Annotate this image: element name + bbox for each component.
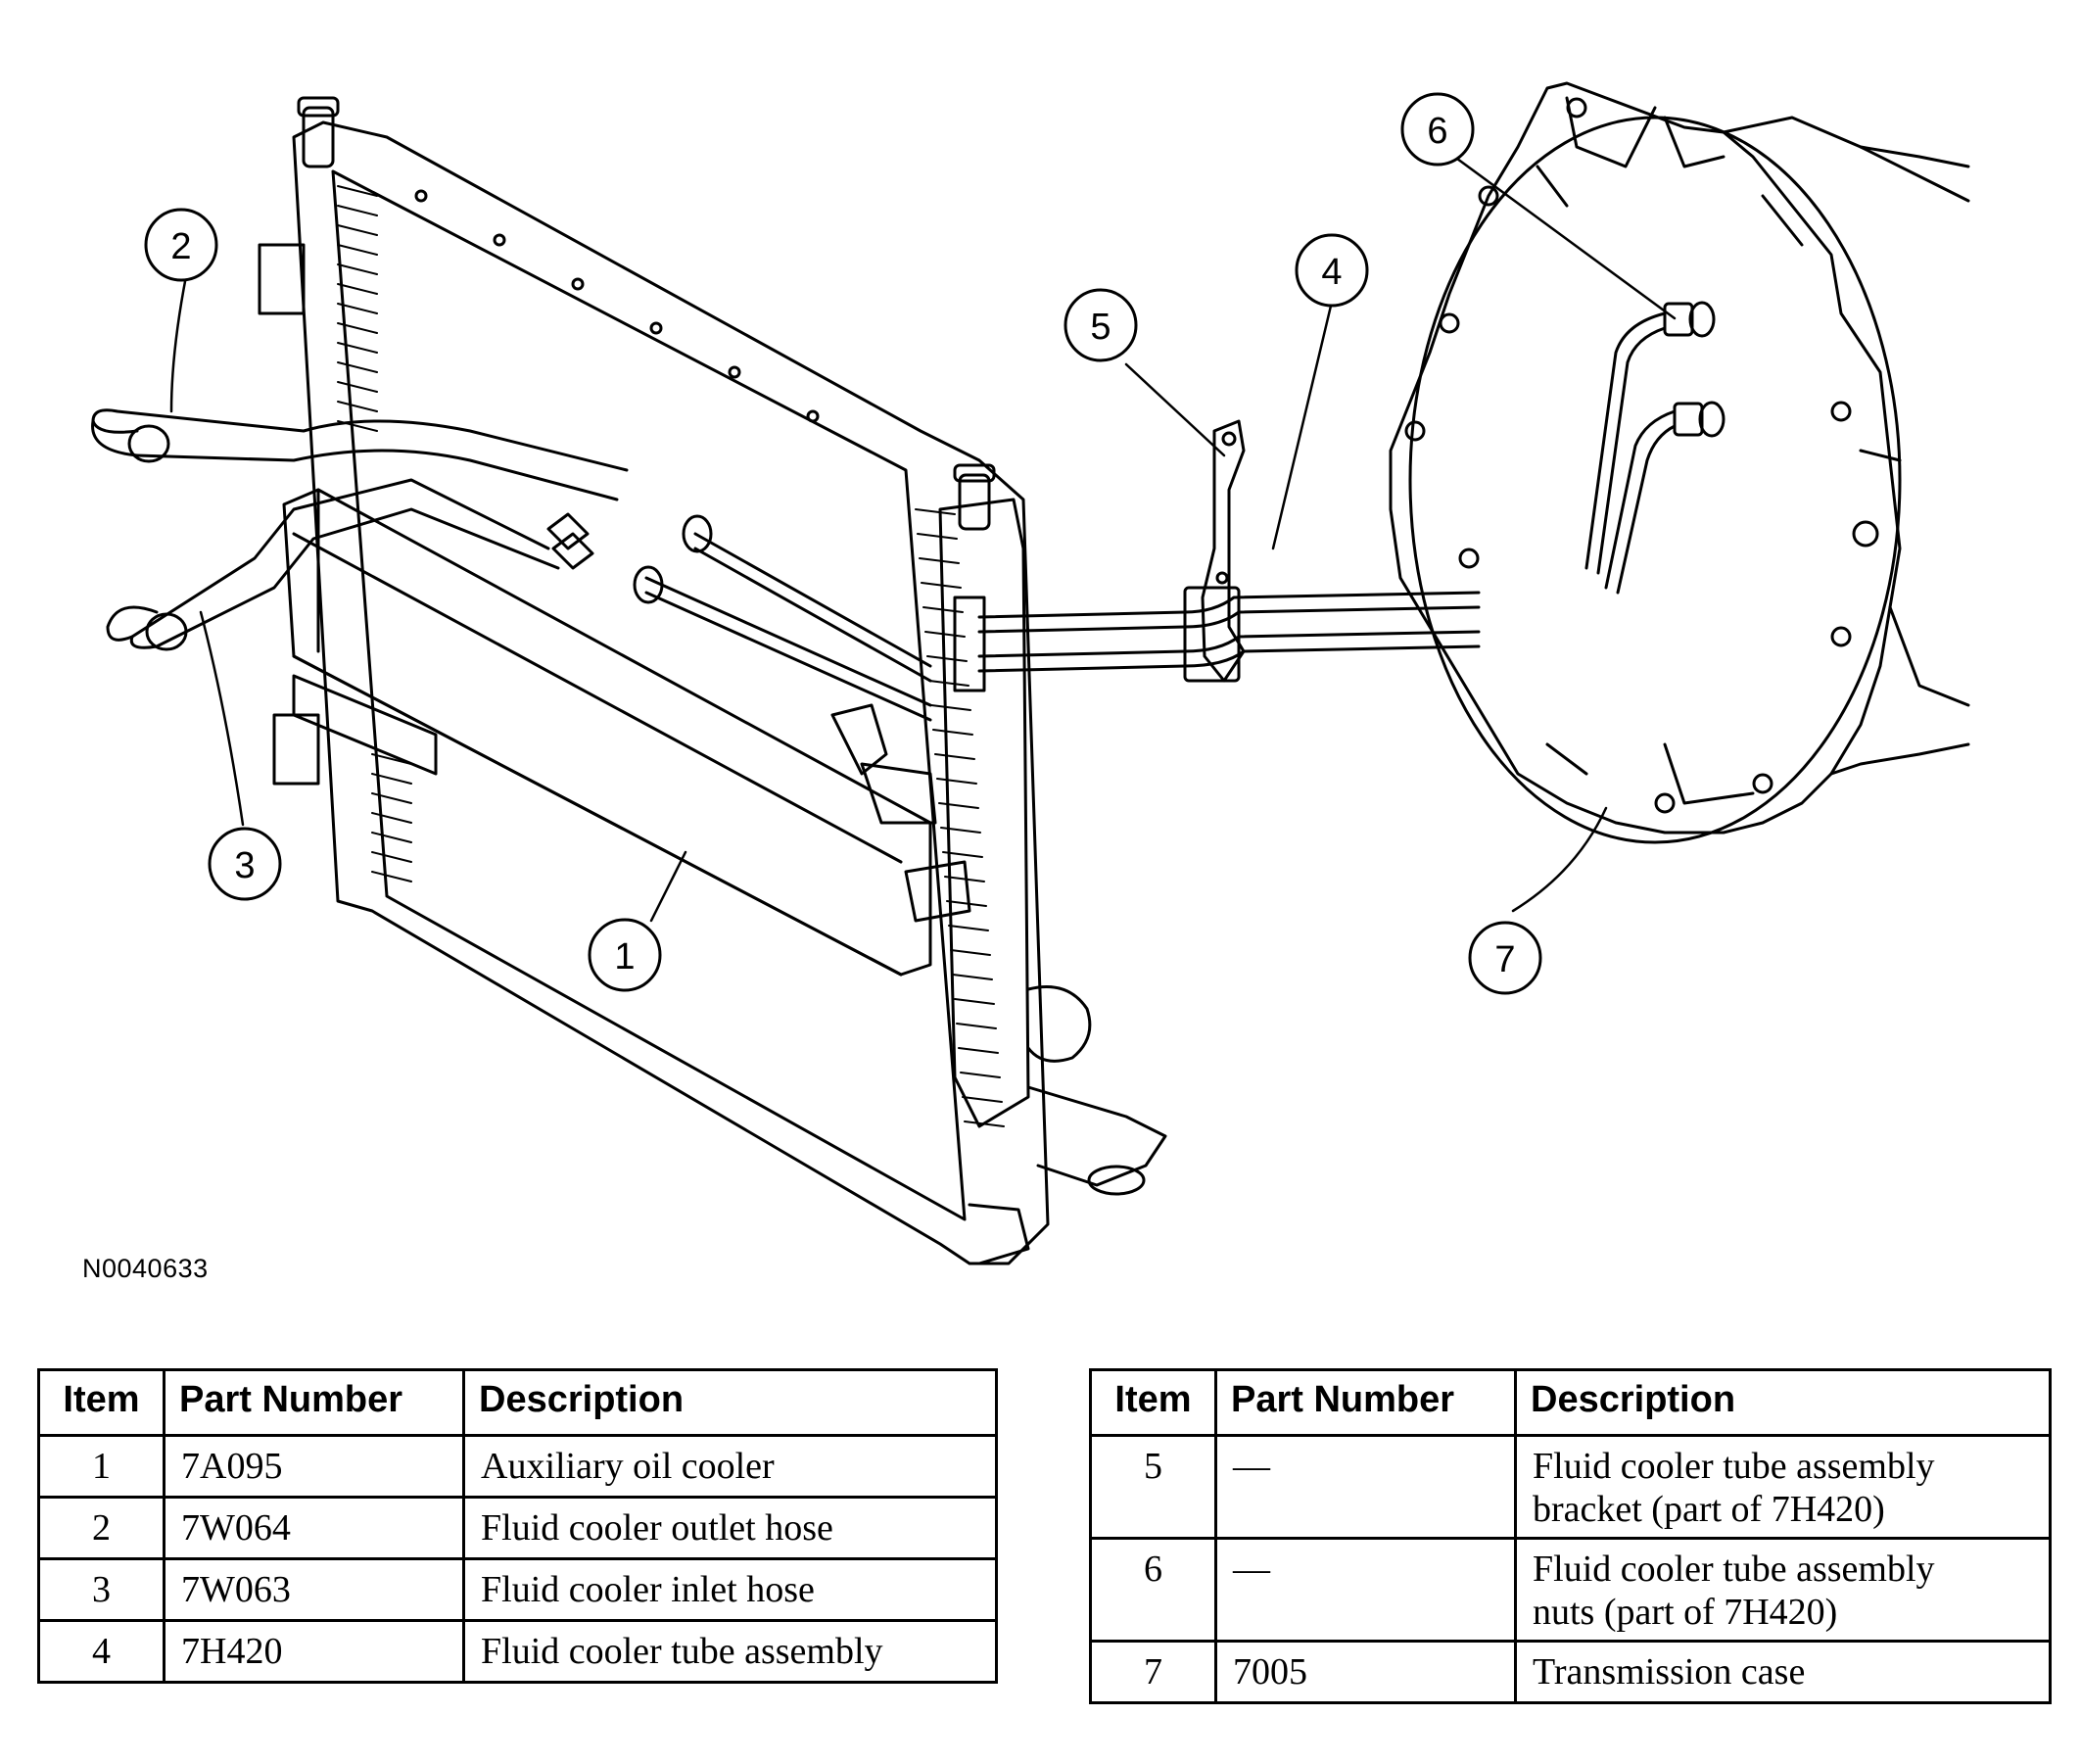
cell-description: Fluid cooler tube assembly nuts (part of… <box>1514 1537 2052 1643</box>
fluid-cooler-tube-assembly <box>953 591 1481 692</box>
table-row: 3 7W063 Fluid cooler inlet hose <box>37 1557 998 1622</box>
fluid-cooler-inlet-hose <box>106 478 594 651</box>
leader-line-2 <box>169 274 188 413</box>
cell-item: 4 <box>37 1619 165 1684</box>
header-item: Item <box>1089 1368 1217 1437</box>
table-header-row: Item Part Number Description <box>37 1368 998 1437</box>
header-part-number: Part Number <box>1214 1368 1517 1437</box>
parts-table-right: Item Part Number Description 5 — Fluid c… <box>1089 1368 2052 1704</box>
header-item: Item <box>37 1368 165 1437</box>
cell-description: Fluid cooler outlet hose <box>462 1496 998 1560</box>
header-part-number: Part Number <box>163 1368 465 1437</box>
callout-label: 2 <box>170 226 191 267</box>
cell-part-number: 7A095 <box>163 1434 465 1499</box>
leader-line-4 <box>1271 300 1334 550</box>
description-line: Fluid cooler tube assembly <box>1533 1549 1935 1590</box>
leader-line-1 <box>649 850 687 923</box>
table-row: 5 — Fluid cooler tube assembly bracket (… <box>1089 1434 2052 1540</box>
exploded-view-diagram: 1 2 3 4 5 6 7 <box>91 81 1970 1265</box>
description-line: nuts (part of 7H420) <box>1533 1592 1838 1633</box>
cell-part-number: 7W064 <box>163 1496 465 1560</box>
cell-part-number: — <box>1214 1537 1517 1643</box>
header-description: Description <box>462 1368 998 1437</box>
callout-7: 7 <box>1468 921 1542 995</box>
cell-item: 5 <box>1089 1434 1217 1540</box>
description-line: Transmission case <box>1533 1651 1806 1692</box>
table-row: 1 7A095 Auxiliary oil cooler <box>37 1434 998 1499</box>
table-row: 7 7005 Transmission case <box>1089 1640 2052 1704</box>
transmission-case <box>1389 81 1970 844</box>
callout-4: 4 <box>1295 233 1369 308</box>
cell-description: Fluid cooler tube assembly <box>462 1619 998 1684</box>
table-row: 6 — Fluid cooler tube assembly nuts (par… <box>1089 1537 2052 1643</box>
cell-description: Fluid cooler tube assembly bracket (part… <box>1514 1434 2052 1540</box>
callout-3: 3 <box>208 827 282 901</box>
radiator <box>258 96 1167 1265</box>
parts-table-left: Item Part Number Description 1 7A095 Aux… <box>37 1368 998 1684</box>
cell-item: 1 <box>37 1434 165 1499</box>
leader-line-7 <box>1511 806 1608 913</box>
cell-description: Fluid cooler inlet hose <box>462 1557 998 1622</box>
tube-assembly-bracket <box>1183 419 1246 683</box>
callout-label: 6 <box>1427 111 1447 152</box>
leader-line-6 <box>1455 157 1677 320</box>
leader-lines <box>169 157 1677 923</box>
table-header-row: Item Part Number Description <box>1089 1368 2052 1437</box>
callout-label: 3 <box>234 845 255 886</box>
cell-part-number: 7005 <box>1214 1640 1517 1704</box>
callout-label: 5 <box>1090 307 1111 348</box>
cell-item: 3 <box>37 1557 165 1622</box>
auxiliary-oil-cooler <box>282 488 971 977</box>
callout-label: 4 <box>1321 252 1342 293</box>
leader-line-5 <box>1124 362 1226 457</box>
leader-line-3 <box>199 610 245 827</box>
callout-1: 1 <box>588 918 662 992</box>
callout-5: 5 <box>1064 288 1138 362</box>
cell-part-number: — <box>1214 1434 1517 1540</box>
cell-description: Auxiliary oil cooler <box>462 1434 998 1499</box>
cell-description: Transmission case <box>1514 1640 2052 1704</box>
cell-part-number: 7H420 <box>163 1619 465 1684</box>
cell-item: 6 <box>1089 1537 1217 1643</box>
fluid-cooler-outlet-hose <box>91 408 629 550</box>
cell-part-number: 7W063 <box>163 1557 465 1622</box>
description-line: Fluid cooler tube assembly <box>1533 1446 1935 1487</box>
callout-2: 2 <box>144 208 218 282</box>
table-row: 2 7W064 Fluid cooler outlet hose <box>37 1496 998 1560</box>
callout-label: 7 <box>1494 939 1515 980</box>
cell-item: 7 <box>1089 1640 1217 1704</box>
header-description: Description <box>1514 1368 2052 1437</box>
cell-item: 2 <box>37 1496 165 1560</box>
callout-label: 1 <box>614 936 635 977</box>
table-row: 4 7H420 Fluid cooler tube assembly <box>37 1619 998 1684</box>
description-line: bracket (part of 7H420) <box>1533 1489 1885 1530</box>
figure-id: N0040633 <box>82 1254 209 1283</box>
callout-6: 6 <box>1400 92 1475 167</box>
